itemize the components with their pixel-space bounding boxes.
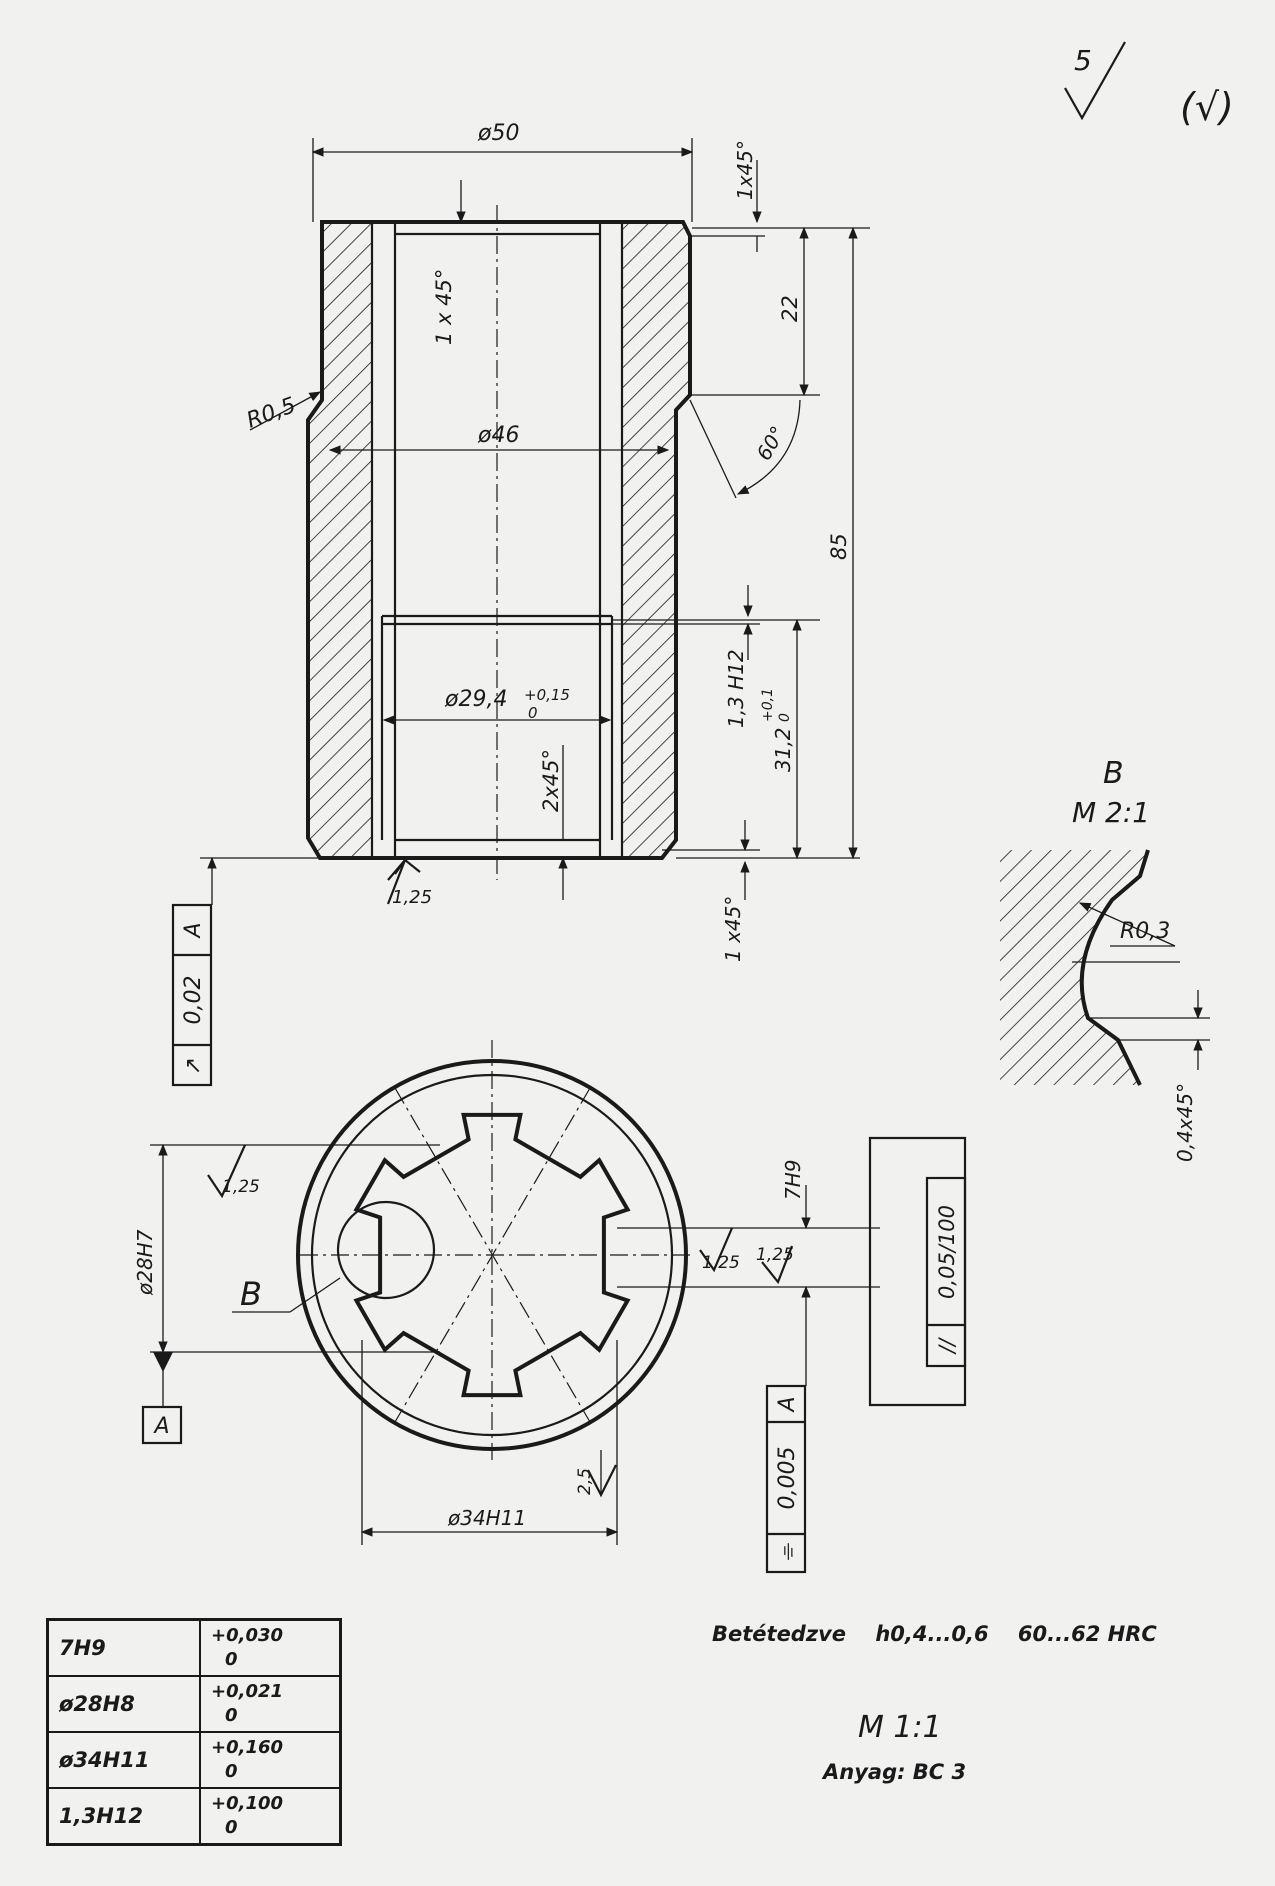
fcf-symmetry-value: 0,005	[775, 1447, 800, 1510]
fcf-runout-datum: A	[181, 922, 206, 939]
fcf-parallel-symbol-icon: //	[935, 1337, 959, 1355]
fcf-runout-symbol-icon: ↗	[181, 1057, 206, 1075]
tolerance-upper: +0,160	[211, 1737, 284, 1758]
dim-length-31-2-tol-lower: 0	[777, 713, 793, 722]
detail-b-radius: R0,3	[1120, 919, 1170, 944]
tolerance-row: ø34H11 +0,160 0	[46, 1731, 342, 1789]
dim-width-groove: 1,3 H12	[724, 649, 748, 728]
note-scale: M 1:1	[858, 1710, 942, 1745]
dim-groove-diameter: ø29,4	[444, 687, 507, 712]
tolerance-lower: 0	[225, 1817, 238, 1838]
roughness-end-right-2: 1,25	[756, 1245, 794, 1265]
dim-end-diameter-28: ø28H7	[133, 1229, 157, 1296]
dim-length-31-2-tol-upper: +0,1	[760, 688, 776, 722]
tolerance-upper: +0,100	[211, 1793, 284, 1814]
dim-length-total: 85	[827, 533, 851, 560]
dim-groove-tol-lower: 0	[528, 704, 538, 722]
tolerance-lower: 0	[225, 1705, 238, 1726]
tolerance-deviation: +0,030 0	[199, 1618, 342, 1677]
tolerance-fit: ø34H11	[46, 1731, 201, 1789]
note-hardening-label: Betétedzve	[712, 1622, 846, 1646]
tolerance-row: ø28H8 +0,021 0	[46, 1675, 342, 1733]
tolerance-upper: +0,021	[211, 1681, 284, 1702]
end-view-b-label: B	[240, 1275, 262, 1313]
spline-bore-profile	[353, 1112, 631, 1398]
surface-finish-symbol: 5 (√)	[1064, 41, 1234, 129]
tolerance-fit: ø28H8	[46, 1675, 201, 1733]
detail-b-scale: M 2:1	[1072, 796, 1150, 829]
surface-finish-value: 5	[1074, 44, 1092, 77]
tolerance-upper: +0,030	[211, 1625, 284, 1646]
fcf-symmetry-symbol-icon: ⌯	[775, 1543, 800, 1562]
section-view: ø50 ø46 ø29,4 +0,15 0 1 x 45° 2x45° R0,5…	[200, 121, 870, 962]
dim-groove-tol-upper: +0,15	[524, 686, 570, 704]
tolerance-deviation: +0,021 0	[199, 1675, 342, 1733]
roughness-end-right-1: 1,25	[702, 1253, 740, 1273]
dim-length-31-2: 31,2	[771, 727, 795, 772]
fcf-parallel: 0,05/100 //	[868, 1136, 967, 1407]
roughness-end-bottom: 2,5	[575, 1468, 595, 1495]
dim-length-22: 22	[778, 295, 802, 322]
tolerance-deviation: +0,160 0	[199, 1731, 342, 1789]
note-material: Anyag: BC 3	[823, 1760, 967, 1784]
fcf-runout: A 0,02 ↗	[171, 856, 217, 1087]
tolerance-lower: 0	[225, 1649, 238, 1670]
dim-slot-width: 7H9	[781, 1160, 805, 1201]
dim-outer-diameter: ø50	[477, 121, 519, 146]
dim-chamfer-bottom-right: 1 x45°	[721, 896, 745, 962]
dim-angle-60: 60°	[752, 422, 791, 465]
fcf-symmetry: A 0,005 ⌯	[765, 1330, 807, 1574]
dim-chamfer-top-right: 1x45°	[733, 140, 757, 200]
note-hardness: 60...62 HRC	[1017, 1622, 1157, 1646]
detail-b: B M 2:1 R0,3 0,4x45°	[1000, 756, 1210, 1162]
note-hardening: Betétedzve h0,4...0,6 60...62 HRC	[712, 1622, 1157, 1646]
tolerance-fit: 7H9	[46, 1618, 201, 1677]
dim-bore-diameter: ø46	[477, 423, 519, 448]
fcf-symmetry-datum: A	[775, 1396, 800, 1413]
tolerance-lower: 0	[225, 1761, 238, 1782]
tolerance-row: 1,3H12 +0,100 0	[46, 1787, 342, 1846]
datum-a: A	[152, 1414, 169, 1439]
fcf-runout-value: 0,02	[181, 976, 206, 1025]
end-view: ø28H7 A 1,25 B 7H9 1,25 1,25 ø34H11 2,5	[133, 1040, 880, 1545]
tolerance-fit: 1,3H12	[46, 1787, 201, 1846]
dim-end-diameter-34: ø34H11	[447, 1506, 526, 1530]
note-hardening-depth: h0,4...0,6	[875, 1622, 989, 1646]
surface-finish-bracket: (√)	[1180, 85, 1234, 129]
tolerance-row: 7H9 +0,030 0	[46, 1618, 342, 1677]
roughness-bottom-section: 1,25	[392, 887, 432, 908]
dim-chamfer-bore-bottom: 2x45°	[539, 749, 563, 812]
dim-radius-left: R0,5	[244, 393, 300, 434]
dim-chamfer-bore-top: 1 x 45°	[432, 269, 456, 345]
detail-b-letter: B	[1103, 756, 1124, 791]
roughness-end-top: 1,25	[222, 1177, 260, 1197]
fcf-parallel-value: 0,05/100	[935, 1205, 959, 1299]
tolerance-deviation: +0,100 0	[199, 1787, 342, 1846]
detail-b-chamfer: 0,4x45°	[1173, 1083, 1197, 1162]
